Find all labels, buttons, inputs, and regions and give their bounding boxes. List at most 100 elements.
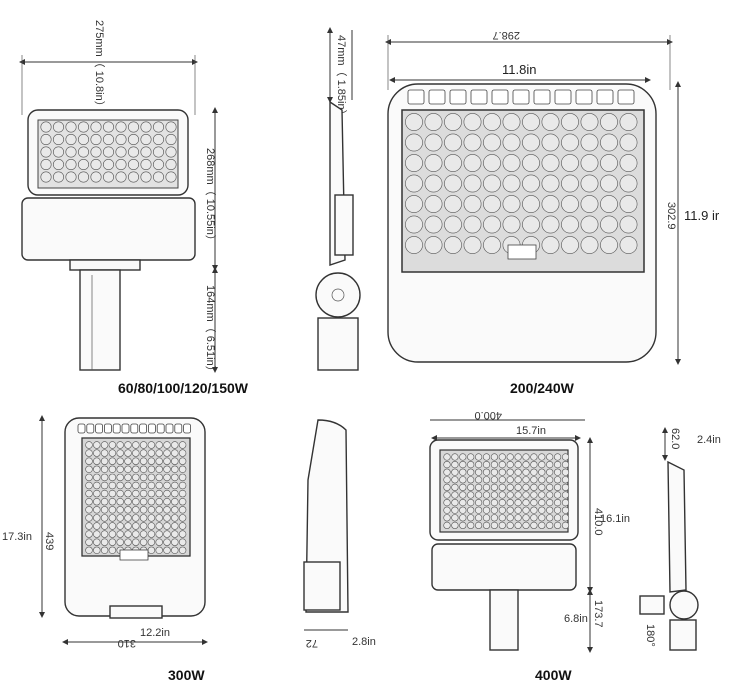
led-lens	[443, 499, 451, 507]
led-lens	[600, 195, 618, 213]
led-lens	[155, 481, 163, 490]
pole-sleeve	[669, 619, 697, 651]
led-lens	[405, 195, 423, 213]
led-lens	[100, 498, 109, 506]
led-lens	[475, 499, 483, 507]
led-lens	[93, 473, 101, 482]
led-lens	[600, 154, 618, 172]
led-lens	[93, 481, 101, 490]
led-lens	[178, 522, 187, 530]
led-lens	[116, 489, 124, 498]
led-lens	[506, 461, 514, 469]
heatsink-fin	[449, 89, 467, 105]
led-lens	[132, 473, 140, 482]
led-lens	[522, 461, 530, 469]
bracket	[69, 259, 141, 271]
led-lens	[467, 468, 475, 476]
led-lens	[459, 476, 467, 484]
led-lens	[116, 457, 124, 465]
led-lens	[451, 476, 459, 484]
led-lens	[65, 134, 77, 146]
led-lens	[165, 159, 177, 171]
led-lens	[108, 506, 117, 514]
led-lens	[100, 514, 109, 522]
led-lens	[165, 171, 177, 183]
led-lens	[522, 468, 530, 476]
led-lens	[165, 146, 177, 158]
led-lens	[155, 473, 163, 482]
led-lens	[580, 154, 599, 172]
led-lens	[451, 483, 459, 492]
led-lens	[459, 491, 467, 499]
led-lens	[139, 457, 148, 465]
led-lens	[124, 498, 132, 506]
led-lens	[163, 465, 171, 473]
led-lens	[116, 465, 124, 473]
led-lens	[78, 146, 90, 158]
led-lens	[502, 174, 521, 193]
led-lens	[65, 146, 77, 158]
height-in-label: 11.9 ir	[684, 208, 720, 223]
led-lens	[451, 468, 459, 476]
pole-sleeve	[317, 317, 359, 371]
led-lens	[490, 461, 499, 469]
led-lens	[115, 159, 127, 171]
width-in-label: 15.7in	[516, 425, 546, 437]
led-lens	[132, 506, 140, 514]
led-lens	[561, 483, 570, 492]
led-lens	[100, 441, 109, 449]
heatsink-fin	[130, 423, 139, 434]
led-lens	[103, 159, 115, 171]
led-lens	[475, 491, 483, 499]
led-lens	[522, 476, 530, 484]
led-lens	[124, 481, 132, 490]
led-lens	[163, 441, 171, 449]
led-lens	[553, 506, 562, 514]
led-lens	[171, 465, 179, 473]
led-lens	[108, 530, 117, 538]
led-lens	[178, 514, 187, 522]
led-lens	[132, 538, 140, 546]
led-lens	[153, 146, 165, 158]
led-lens	[140, 159, 152, 171]
heatsink-fin	[104, 423, 112, 434]
depth-mm-label: 62.0	[669, 428, 681, 449]
led-lens	[153, 171, 165, 183]
led-lens	[600, 133, 618, 152]
led-lens	[475, 514, 483, 522]
led-lens	[538, 514, 546, 522]
led-lens	[443, 483, 451, 492]
led-lens	[171, 514, 179, 522]
led-lens	[506, 476, 514, 484]
led-lens	[530, 521, 538, 530]
led-lens	[467, 483, 475, 492]
led-lens	[451, 453, 459, 461]
led-lens	[155, 449, 163, 457]
led-lens	[498, 476, 506, 484]
led-lens	[108, 498, 117, 506]
led-lens	[546, 491, 554, 499]
led-lens	[178, 465, 187, 473]
led-lens	[128, 146, 140, 158]
led-lens	[108, 546, 117, 554]
depth-mm-label: 72	[306, 637, 318, 649]
led-lens	[482, 476, 491, 484]
led-lens	[115, 171, 127, 183]
led-lens	[85, 538, 93, 546]
led-lens	[498, 514, 506, 522]
led-lens	[90, 134, 102, 146]
led-lens	[163, 538, 171, 546]
heatsink-fin	[165, 423, 174, 434]
heatsink-fin	[156, 423, 165, 434]
led-lens	[116, 506, 124, 514]
height-mm-label: 302.9	[665, 202, 677, 230]
led-lens	[163, 489, 171, 498]
led-lens	[178, 449, 187, 457]
led-lens	[498, 468, 506, 476]
led-lens	[619, 195, 638, 213]
led-lens	[163, 498, 171, 506]
heatsink-fin	[95, 423, 103, 434]
led-lens	[514, 499, 522, 507]
led-lens	[90, 121, 102, 133]
